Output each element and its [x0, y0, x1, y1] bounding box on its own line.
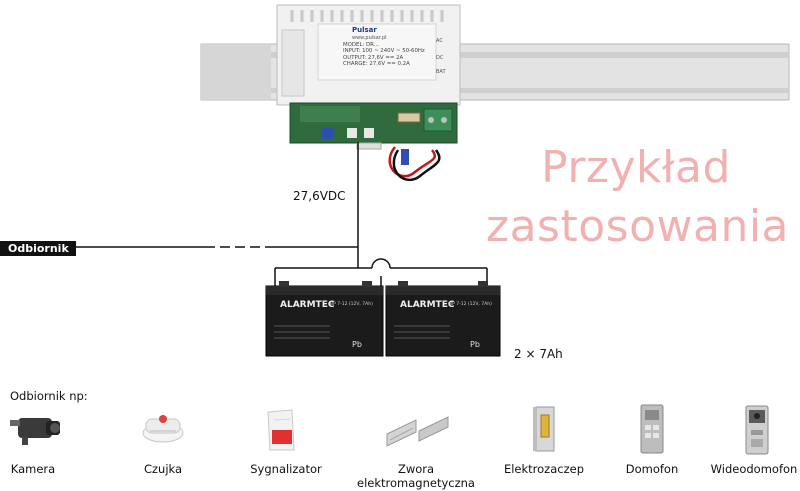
watermark-line-2: zastosowania	[486, 201, 790, 252]
receiver-label-siren: Sygnalizator	[250, 462, 322, 476]
battery-cable	[388, 146, 441, 182]
output-wire	[76, 142, 488, 286]
smoke-detector-icon	[142, 415, 184, 443]
electromagnet-icon	[386, 416, 449, 447]
receiver-label-video-intercom: Wideodomofon	[710, 462, 798, 476]
device-brand: Pulsar	[352, 26, 377, 34]
receiver-label-electromagnet-line-1: Zwora	[397, 462, 435, 476]
receiver-label-camera: Kamera	[10, 462, 56, 476]
camera-icon	[10, 418, 60, 445]
receiver-label-smoke-detector: Czujka	[143, 462, 183, 476]
receiver-label-electromagnet-line-2: elektromagnetyczna	[357, 476, 475, 490]
receiver-label-electromagnet: Zwora elektromagnetyczna	[356, 462, 476, 490]
led-label-bat: BAT	[436, 69, 446, 75]
receiver-badge: Odbiornik	[0, 241, 76, 256]
receiver-label-electric-strike: Elektrozaczep	[503, 462, 585, 476]
spec-row: INPUT: 100 ~ 240V ~ 50-60Hz	[343, 48, 425, 55]
battery-count-label: 2 × 7Ah	[514, 347, 563, 361]
battery-1-mark: Pb	[352, 340, 362, 349]
battery-2-brand: ALARMTEC	[400, 300, 455, 310]
receivers-heading: Odbiornik np:	[10, 389, 88, 403]
battery-2-mark: Pb	[470, 340, 480, 349]
battery-1-model: BP 7-12 (12V, 7Ah)	[330, 302, 373, 307]
battery-2-model: BP 7-12 (12V, 7Ah)	[449, 302, 492, 307]
spec-row: OUTPUT: 27,6V == 2A	[343, 54, 404, 61]
electric-strike-icon	[533, 406, 555, 452]
device-site: www.pulsar.pl	[352, 35, 387, 41]
spec-row: MODEL: DR...	[343, 42, 379, 48]
voltage-label: 27,6VDC	[293, 189, 346, 203]
siren-icon	[267, 409, 295, 451]
device-spec-list: MODEL: DR... INPUT: 100 ~ 240V ~ 50-60Hz…	[343, 42, 425, 68]
video-intercom-icon	[745, 405, 769, 455]
watermark-line-1: Przykład	[541, 142, 731, 193]
led-label-ac: AC	[436, 38, 443, 44]
receiver-label-intercom: Domofon	[625, 462, 679, 476]
battery-1	[265, 281, 384, 357]
intercom-icon	[640, 404, 664, 454]
spec-row: CHARGE: 27,6V == 0,2A	[343, 61, 410, 68]
battery-1-brand: ALARMTEC	[280, 300, 335, 310]
led-label-dc: DC	[436, 55, 444, 61]
power-supply-unit	[276, 4, 461, 150]
battery-2	[385, 281, 501, 357]
